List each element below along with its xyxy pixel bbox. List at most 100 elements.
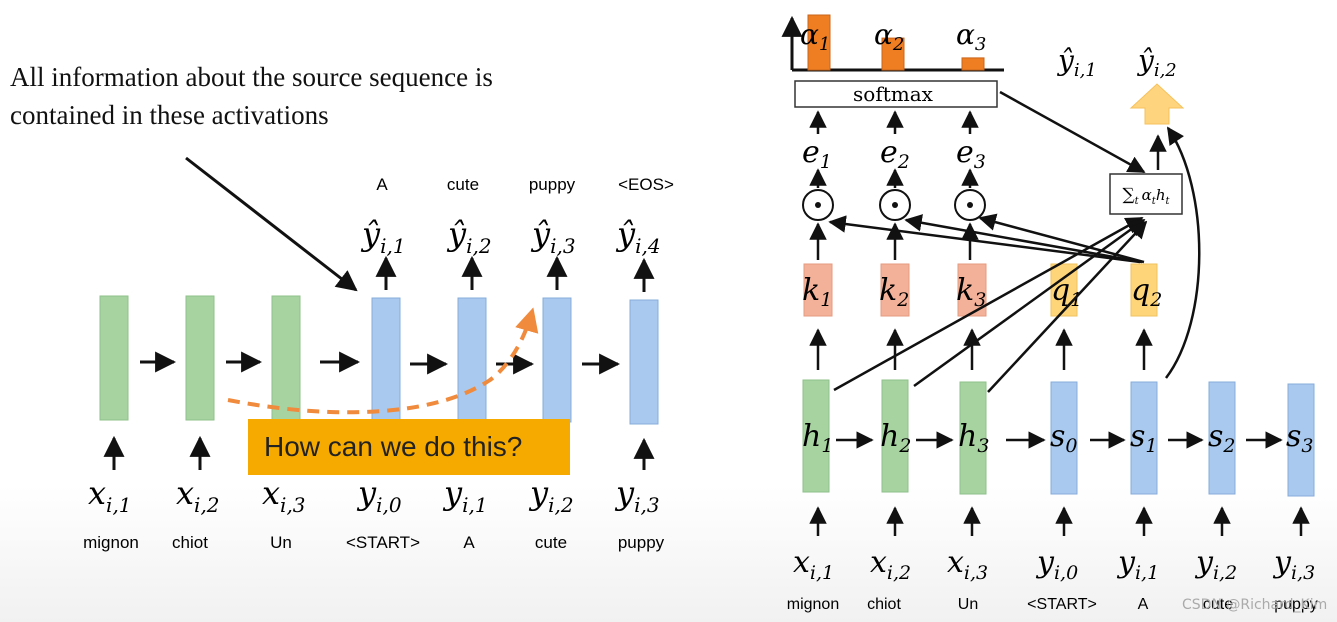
left-output-word-4: <EOS>: [618, 175, 674, 194]
left-diagram: A cute puppy <EOS> ŷi,1 ŷi,2 ŷi,3 ŷi,4 x…: [83, 156, 674, 552]
left-encoder-block-2: [185, 295, 215, 421]
right-input-5: yi,1: [1116, 545, 1159, 584]
encoder-hidden-block-2: [881, 379, 909, 493]
key-label-1: k1: [802, 273, 832, 311]
dot-product-nodes: [802, 189, 986, 221]
right-input-word-7: puppy: [1274, 596, 1318, 613]
state-label-s1: s1: [1130, 419, 1158, 457]
hidden-label-h1: h1: [802, 419, 833, 457]
alpha-label-3: α3: [956, 18, 986, 55]
score-e-2: e2: [880, 135, 910, 173]
left-output-word-3: puppy: [529, 175, 576, 194]
decoder-state-block-1: [1130, 381, 1158, 495]
right-input-4: yi,0: [1035, 545, 1078, 584]
alpha-labels: α1 α2 α3: [800, 18, 986, 55]
score-e-1: e1: [802, 135, 832, 173]
left-recurrent-arrows: [140, 351, 621, 375]
left-output-word-2: cute: [447, 175, 479, 194]
hidden-labels: h1 h2 h3 s0 s1 s2 s3: [802, 419, 1314, 457]
score-e-3: e3: [956, 135, 986, 173]
alpha-bar-3: [961, 57, 985, 71]
information-flow-dashed-curve: [227, 307, 539, 415]
right-input-word-6: cute: [1203, 596, 1233, 613]
encoder-hidden-block-3: [959, 381, 987, 495]
e-to-softmax-arrows: [809, 110, 979, 134]
right-input-word-5: A: [1138, 596, 1149, 613]
left-encoder-block-1: [99, 295, 129, 421]
left-output-word-1: A: [376, 175, 388, 194]
softmax-box: [794, 80, 998, 108]
key-label-2: k2: [879, 273, 909, 311]
alpha-bar-2: [881, 37, 905, 71]
right-input-word-3: Un: [958, 596, 978, 613]
right-input-arrows: [809, 506, 1310, 536]
right-input-words: mignon chiot Un <START> A cute puppy: [787, 596, 1318, 613]
alpha-bar-1: [807, 14, 831, 71]
context-sum-box: [1109, 173, 1183, 215]
callout-box: How can we do this?: [248, 419, 570, 475]
caption-pointer-arrow: [185, 156, 358, 292]
hidden-to-kq-arrows: [809, 328, 1153, 370]
caption-line-2: contained in these activations: [10, 100, 329, 130]
query-block-2: [1130, 263, 1158, 317]
alpha-bars: [807, 14, 985, 71]
left-input-word-6: cute: [535, 533, 567, 552]
left-output-yhat-4: ŷi,4: [615, 215, 661, 258]
right-input-2: xi,2: [870, 545, 911, 584]
left-input-1: xi,1: [88, 474, 132, 517]
watermark: CSDN @Richard_Kim: [1182, 597, 1328, 613]
left-input-2: xi,2: [176, 474, 220, 517]
query-label-1: q1: [1051, 273, 1082, 311]
left-decoder-block-3: [542, 297, 572, 423]
caption-text: All information about the source sequenc…: [10, 58, 650, 134]
left-decoder-block-4: [629, 299, 659, 425]
key-block-2: [880, 263, 910, 317]
left-input-5: yi,1: [442, 474, 488, 517]
left-input-3: xi,3: [262, 474, 306, 517]
left-input-word-7: puppy: [618, 533, 665, 552]
left-input-7: yi,3: [614, 474, 660, 517]
key-query-labels: k1 k2 k3 q1 q2: [802, 273, 1162, 311]
state-label-s2: s2: [1208, 419, 1236, 457]
left-input-4: yi,0: [356, 474, 402, 517]
dot-to-e-arrows: [809, 168, 979, 188]
hidden-to-context-arrows: [833, 216, 1148, 393]
right-input-6: yi,2: [1194, 545, 1237, 584]
softmax-to-context-arrow: [999, 90, 1146, 174]
right-output-yhat-1: ŷi,1: [1056, 44, 1097, 81]
right-outputs: ŷi,1 ŷi,2: [1056, 44, 1177, 81]
left-input-6: yi,2: [528, 474, 574, 517]
alpha-label-1: α1: [800, 18, 830, 55]
score-labels: e1 e2 e3: [802, 135, 986, 173]
left-output-arrows: [375, 255, 655, 292]
left-encoder-block-3: [271, 295, 301, 421]
left-output-yhat-1: ŷi,1: [360, 215, 406, 258]
hidden-label-h3: h3: [958, 419, 989, 457]
left-input-word-3: Un: [270, 533, 292, 552]
output-arrow-icon: [1129, 83, 1185, 125]
state-label-s0: s0: [1050, 419, 1078, 457]
left-input-word-1: mignon: [83, 533, 139, 552]
hidden-label-h2: h2: [880, 419, 911, 457]
caption-line-1: All information about the source sequenc…: [10, 62, 493, 92]
right-diagram: α1 α2 α3 softmax e1 e2 e3: [781, 14, 1318, 613]
right-output-yhat-2: ŷi,2: [1136, 44, 1177, 81]
right-inputs: xi,1 xi,2 xi,3 yi,0 yi,1 yi,2 yi,3: [793, 545, 1315, 584]
left-decoder-block-1: [371, 297, 401, 423]
query-label-2: q2: [1131, 273, 1162, 311]
right-input-word-1: mignon: [787, 596, 839, 613]
right-input-7: yi,3: [1272, 545, 1315, 584]
right-input-3: xi,3: [947, 545, 988, 584]
left-outputs: ŷi,1 ŷi,2 ŷi,3 ŷi,4: [360, 215, 661, 258]
left-input-words: mignon chiot Un <START> A cute puppy: [83, 533, 665, 552]
decoder-state-to-output-arrow: [1165, 126, 1201, 379]
decoder-state-block-0: [1050, 381, 1078, 495]
state-label-s3: s3: [1286, 419, 1314, 457]
right-input-1: xi,1: [793, 545, 834, 584]
key-block-1: [803, 263, 833, 317]
decoder-state-block-2: [1208, 381, 1236, 495]
encoder-hidden-block-1: [802, 379, 830, 493]
left-input-word-4: <START>: [346, 533, 420, 552]
